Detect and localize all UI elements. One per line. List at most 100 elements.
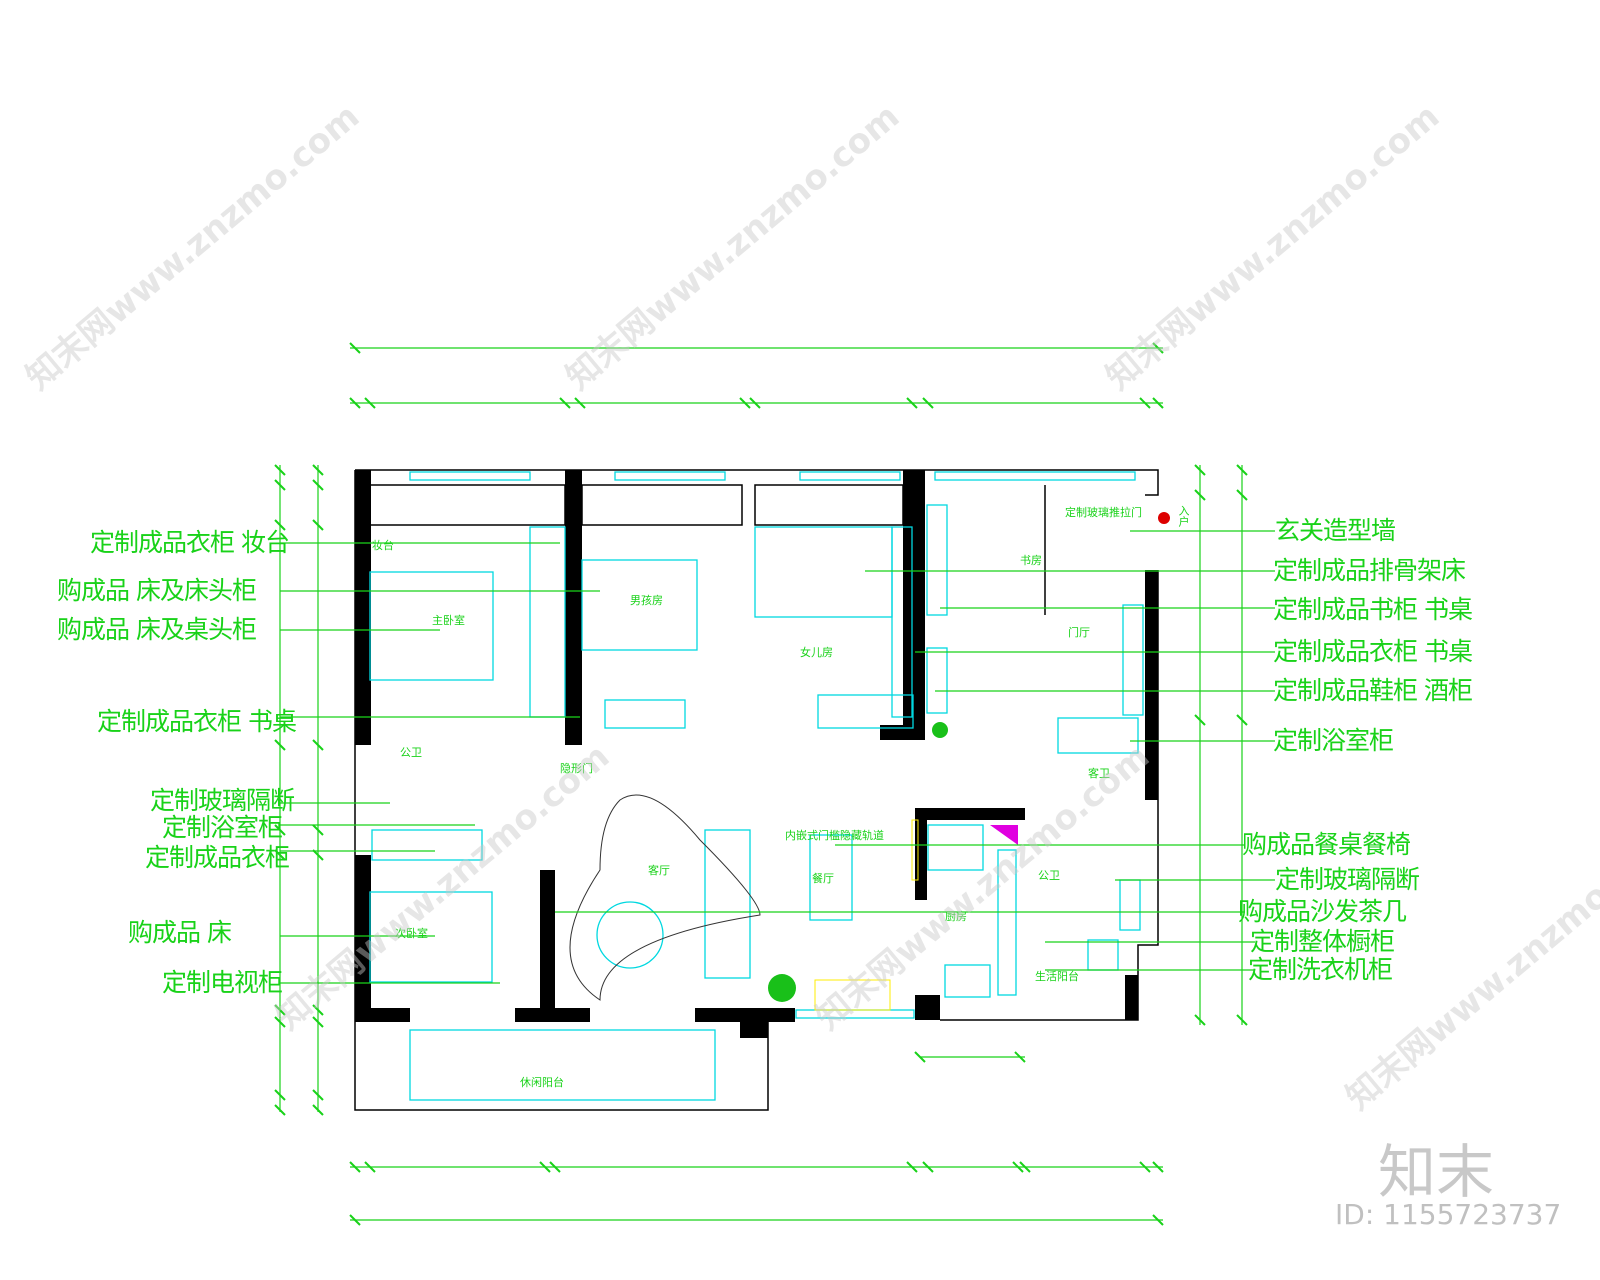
room-master: 主卧室 (432, 614, 465, 627)
dimension-tick (364, 397, 376, 409)
room-public-bath-2: 公卫 (1038, 869, 1060, 882)
entry-marker-icon (1158, 512, 1170, 524)
dimension-tick (274, 519, 286, 531)
label-bath-cabinet: 定制浴室柜 (162, 813, 283, 842)
rug (569, 794, 761, 1001)
dimension-tick (1152, 342, 1164, 354)
label-tv-cabinet: 定制电视柜 (162, 968, 283, 997)
label-dining-set: 购成品餐桌餐椅 (1242, 830, 1411, 859)
label-bath-cabinet-right: 定制浴室柜 (1273, 726, 1394, 755)
dimension-tick (364, 1161, 376, 1173)
label-entry-wall: 玄关造型墙 (1275, 516, 1396, 545)
dimension-tick (312, 824, 324, 836)
dimension-tick (274, 824, 286, 836)
dimension-tick (559, 397, 571, 409)
walls (355, 470, 1158, 1038)
room-daughter: 女儿房 (800, 646, 833, 659)
label-bed-nightstand-2: 购成品 床及桌头柜 (57, 615, 257, 644)
dimension-tick (312, 849, 324, 861)
label-slat-bed: 定制成品排骨架床 (1273, 556, 1466, 585)
furniture (369, 471, 1144, 1101)
room-dining: 餐厅 (812, 872, 834, 885)
dimension-tick (349, 397, 361, 409)
dimension-tick (906, 397, 918, 409)
dimension-tick (274, 479, 286, 491)
dimension-tick (312, 1016, 324, 1028)
dimension-tick (312, 739, 324, 751)
room-balcony: 休闲阳台 (520, 1076, 564, 1089)
dimension-tick (274, 849, 286, 861)
dimension-tick (906, 1161, 918, 1173)
label-sofa-table: 购成品沙发茶几 (1238, 897, 1407, 926)
room-glass-door: 定制玻璃推拉门 (1065, 506, 1142, 519)
dimension-tick (274, 1004, 286, 1016)
dimension-tick (312, 519, 324, 531)
track-highlight (911, 819, 919, 881)
room-second: 次卧室 (395, 927, 428, 940)
yellow-counter (814, 979, 891, 1011)
dimension-tick (539, 1161, 551, 1173)
dimension-tick (574, 397, 586, 409)
room-laundry: 生活阳台 (1035, 970, 1079, 983)
room-public-bath: 公卫 (400, 746, 422, 759)
dimension-tick (349, 1214, 361, 1226)
dimension-tick (1194, 464, 1206, 476)
room-track: 内嵌式门槛隐藏轨道 (785, 829, 884, 842)
room-hidden-door: 隐形门 (560, 762, 593, 775)
dimension-tick (312, 1004, 324, 1016)
image-id: ID: 1155723737 (1335, 1198, 1562, 1231)
room-dressing: 妆台 (372, 539, 394, 552)
label-glass-partition: 定制玻璃隔断 (150, 786, 295, 815)
dimension-tick (274, 1104, 286, 1116)
dimension-tick (1194, 489, 1206, 501)
dimension-ticks (274, 342, 1248, 1226)
dimension-tick (274, 464, 286, 476)
dimension-tick (312, 1104, 324, 1116)
dimension-tick (1236, 714, 1248, 726)
dimension-tick (312, 479, 324, 491)
label-wardrobe-desk-right: 定制成品衣柜 书桌 (1273, 637, 1473, 666)
dimension-tick (1194, 714, 1206, 726)
dimension-tick (1014, 1051, 1026, 1063)
label-shoe-wine-cabinet: 定制成品鞋柜 酒柜 (1273, 676, 1473, 705)
dimension-tick (312, 464, 324, 476)
dimension-tick (1139, 397, 1151, 409)
dimension-tick (1236, 464, 1248, 476)
dimension-tick (349, 342, 361, 354)
dimension-tick (1139, 1161, 1151, 1173)
dimension-tick (1152, 397, 1164, 409)
dimension-tick (1236, 1014, 1248, 1026)
dimension-tick (1152, 1161, 1164, 1173)
dimension-tick (274, 739, 286, 751)
label-wardrobe-dresser: 定制成品衣柜 妆台 (90, 528, 290, 557)
dimension-tick (312, 1089, 324, 1101)
label-kitchen-cabinet: 定制整体橱柜 (1250, 927, 1395, 956)
room-guest-bath: 客卫 (1088, 767, 1110, 780)
logo: 知末 (1378, 1138, 1495, 1206)
dimension-tick (922, 397, 934, 409)
dimension-tick (1236, 489, 1248, 501)
room-kitchen: 厨房 (945, 910, 967, 923)
leader-lines (280, 530, 1275, 984)
room-foyer: 门厅 (1068, 626, 1090, 639)
dimension-tick (349, 1161, 361, 1173)
magenta-mark (990, 825, 1018, 845)
room-study: 书房 (1020, 554, 1042, 567)
room-boy: 男孩房 (630, 594, 663, 607)
label-bed: 购成品 床 (128, 918, 232, 947)
dimension-tick (739, 397, 751, 409)
dimension-tick (274, 1089, 286, 1101)
room-living: 客厅 (648, 864, 670, 877)
label-bed-nightstand: 购成品 床及床头柜 (57, 576, 257, 605)
dimension-lines (279, 347, 1243, 1221)
label-washer-cabinet: 定制洗衣机柜 (1248, 955, 1393, 984)
plant-icon (768, 974, 796, 1002)
label-wardrobe-desk: 定制成品衣柜 书桌 (97, 707, 297, 736)
label-wardrobe: 定制成品衣柜 (145, 843, 290, 872)
dimension-tick (1194, 1014, 1206, 1026)
dimension-tick (1012, 1161, 1024, 1173)
dimension-tick (549, 1161, 561, 1173)
dimension-tick (914, 1051, 926, 1063)
dimension-tick (1152, 1214, 1164, 1226)
